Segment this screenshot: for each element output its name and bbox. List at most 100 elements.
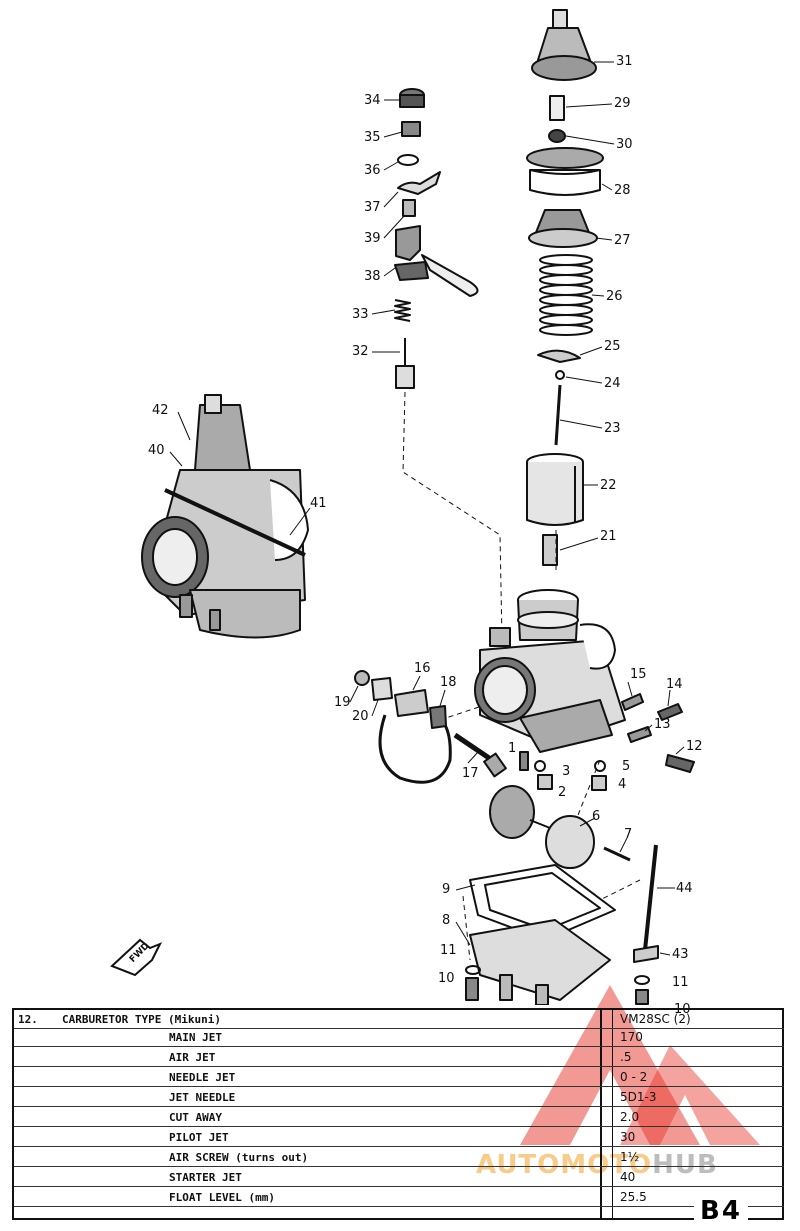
- callout-c24: 24: [604, 376, 621, 391]
- spec-row-name: PILOT JET: [169, 1131, 229, 1144]
- part-25-seat: [537, 349, 581, 363]
- spec-row-value: .5: [620, 1050, 632, 1064]
- part-35-plunger-nut: [401, 121, 421, 137]
- spec-row-name: NEEDLE JET: [169, 1071, 236, 1084]
- part-32-plunger: [395, 338, 415, 389]
- callout-c42: 42: [152, 403, 169, 418]
- spec-row: MAIN JET 170: [14, 1028, 784, 1047]
- callout-c17: 17: [462, 766, 479, 781]
- part-8-float-bowl: [469, 919, 611, 1005]
- spec-table: 12. CARBURETOR TYPE (Mikuni) VM28SC (2) …: [12, 1008, 784, 1220]
- callout-c40: 40: [148, 443, 165, 458]
- spec-row-value: 170: [620, 1030, 643, 1044]
- spec-row-value: 2.0: [620, 1110, 640, 1124]
- spec-row: JET NEEDLE 5D1-3: [14, 1088, 784, 1107]
- callout-c43: 43: [672, 947, 689, 962]
- carburetor-body: [474, 589, 626, 753]
- callout-c11b: 11: [672, 975, 689, 990]
- callout-c28: 28: [614, 183, 631, 198]
- part-2-main-jet: [537, 774, 553, 790]
- callout-c2: 2: [558, 785, 567, 800]
- callout-c5: 5: [622, 759, 631, 774]
- assembled-carburetor: [141, 394, 309, 639]
- spec-row-name: FLOAT LEVEL (mm): [169, 1191, 275, 1204]
- spec-row-value: 1½: [620, 1150, 640, 1164]
- part-20-bracket: [371, 677, 393, 701]
- part-3-washer: [534, 760, 546, 772]
- part-28-cap-ring: [526, 147, 604, 196]
- spec-row: PILOT JET 30: [14, 1128, 784, 1147]
- part-18-screw: [429, 705, 447, 729]
- carburetor-exploded-diagram: [110, 9, 695, 1005]
- part-14-screw: [657, 703, 683, 721]
- part-36-washer: [397, 154, 419, 166]
- part-21-needle-jet: [542, 534, 558, 566]
- part-1-jet: [519, 751, 529, 771]
- callout-c36: 36: [364, 163, 381, 178]
- part-37-plate: [397, 171, 441, 195]
- spec-row: FLOAT LEVEL (mm)25.5: [14, 1188, 784, 1207]
- callout-c32: 32: [352, 344, 369, 359]
- part-17-bolt: [453, 732, 507, 778]
- part-38-lever: [394, 225, 479, 297]
- callout-c21: 21: [600, 529, 617, 544]
- callout-c33: 33: [352, 307, 369, 322]
- watermark-text: AUTOMOTOHUB: [476, 1150, 718, 1180]
- fwd-arrow-icon: [110, 938, 163, 977]
- spec-header-row: 12. CARBURETOR TYPE (Mikuni) VM28SC (2): [14, 1010, 784, 1029]
- value-column-divider-inner: [612, 1010, 613, 1218]
- page-code: B4: [694, 1196, 748, 1226]
- spec-title: CARBURETOR TYPE (Mikuni): [62, 1013, 221, 1026]
- callout-c10a: 10: [438, 971, 455, 986]
- part-26-spring: [539, 254, 593, 336]
- callout-c13: 13: [654, 717, 671, 732]
- part-23-needle: [554, 384, 562, 446]
- spec-row-name: JET NEEDLE: [169, 1091, 236, 1104]
- part-7-pin: [603, 846, 631, 862]
- part-5-washer: [594, 760, 606, 772]
- callout-c23: 23: [604, 421, 621, 436]
- callout-c10b: 10: [674, 1002, 691, 1017]
- spec-row-value: 5D1-3: [620, 1090, 657, 1104]
- spec-row-name: CUT AWAY: [169, 1111, 222, 1124]
- callout-c27: 27: [614, 233, 631, 248]
- callout-c9: 9: [442, 882, 451, 897]
- callout-c14: 14: [666, 677, 683, 692]
- callout-c35: 35: [364, 130, 381, 145]
- part-9-gasket: [469, 864, 616, 941]
- spec-row: CUT AWAY 2.0: [14, 1108, 784, 1127]
- callout-c18: 18: [440, 675, 457, 690]
- callout-c15: 15: [630, 667, 647, 682]
- part-11-washer-b: [634, 975, 650, 985]
- value-column-divider: [600, 1010, 602, 1218]
- spec-row: AIR JET .5: [14, 1048, 784, 1067]
- part-12-screw: [665, 754, 695, 773]
- spec-row-value: 30: [620, 1130, 636, 1144]
- callout-c44: 44: [676, 881, 693, 896]
- spec-row-name: AIR JET: [169, 1051, 216, 1064]
- callout-c38: 38: [364, 269, 381, 284]
- part-31-cap: [531, 9, 597, 81]
- part-24-clip: [555, 370, 565, 380]
- callout-c8: 8: [442, 913, 451, 928]
- part-19-nut: [354, 670, 370, 686]
- callout-c16: 16: [414, 661, 431, 676]
- spec-row-name: MAIN JET: [169, 1031, 222, 1044]
- spec-row-value: 40: [620, 1170, 636, 1184]
- spec-row-name: STARTER JET: [169, 1171, 242, 1184]
- part-29-fitting: [549, 95, 565, 121]
- callout-c26: 26: [606, 289, 623, 304]
- callout-c31: 31: [616, 54, 633, 69]
- part-27-diaphragm: [528, 209, 598, 248]
- callout-c34: 34: [364, 93, 381, 108]
- callout-c7: 7: [624, 827, 633, 842]
- callout-c37: 37: [364, 200, 381, 215]
- part-10-screw: [465, 977, 479, 1001]
- part-15-spring: [621, 693, 644, 711]
- part-30-nut: [548, 129, 566, 143]
- callout-c29: 29: [614, 96, 631, 111]
- spec-row: STARTER JET 40: [14, 1168, 784, 1187]
- callout-c30: 30: [616, 137, 633, 152]
- part-11-washer: [465, 965, 481, 975]
